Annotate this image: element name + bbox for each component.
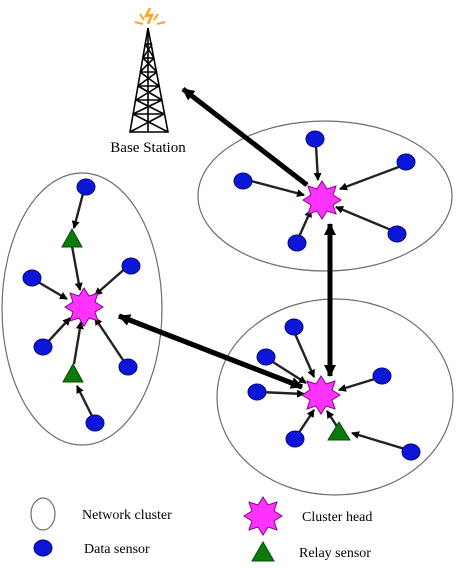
link-head-top-to-base [181, 87, 309, 187]
relay-sensor [62, 362, 84, 383]
data-sensor [76, 178, 96, 196]
link-sensor [259, 389, 305, 398]
antenna-spark-icon [134, 7, 166, 25]
link-sensor [72, 321, 84, 365]
link-head-bottom-to-head-left [118, 313, 303, 390]
backbone-links [118, 87, 336, 390]
relay-sensors [61, 227, 351, 441]
data-sensor [121, 257, 141, 275]
data-sensor [85, 414, 105, 432]
cluster-left [1, 172, 163, 446]
link-sensor [94, 265, 129, 296]
data-sensor [287, 234, 307, 252]
legend-item-data-sensor: Data sensor [33, 539, 150, 557]
cluster-head-icon [243, 496, 283, 536]
data-sensor [387, 225, 407, 243]
data-sensor [247, 383, 267, 401]
link-sensor [313, 145, 322, 181]
legend-label-data-sensor: Data sensor [84, 542, 150, 557]
link-sensor [94, 317, 128, 367]
base-station: Base Station [110, 7, 186, 156]
link-sensor [250, 179, 305, 198]
data-sensor [396, 153, 416, 171]
data-sensor [118, 358, 138, 376]
relay-sensor-icon [251, 541, 275, 562]
cluster-head-left [64, 287, 104, 327]
link-sensor [339, 163, 405, 191]
link-sensor [335, 205, 397, 234]
legend-item-network-cluster: Network cluster [30, 497, 172, 531]
legend: Network cluster Data sensor Cluster head… [30, 496, 372, 562]
cluster-heads [64, 180, 342, 415]
data-sensor-icon [33, 539, 53, 557]
data-sensor [401, 443, 421, 461]
data-sensor [284, 318, 304, 336]
cluster-head-bottom-right [301, 375, 341, 415]
link-sensor [70, 245, 83, 291]
link-sensor [44, 317, 71, 346]
cluster-top-right [197, 120, 453, 272]
data-sensor [256, 348, 276, 366]
data-sensor [372, 367, 392, 385]
link-sensor [296, 209, 313, 240]
base-station-label: Base Station [110, 140, 186, 156]
cluster-bottom-right [216, 298, 454, 496]
legend-label-relay-sensor: Relay sensor [299, 546, 371, 561]
relay-sensor [61, 227, 83, 248]
cluster-head-top-right [302, 180, 342, 220]
legend-label-cluster-head: Cluster head [302, 510, 372, 525]
data-sensor [33, 338, 53, 356]
legend-label-network-cluster: Network cluster [82, 508, 172, 523]
link-sensor [325, 410, 340, 429]
tower-icon [129, 27, 169, 133]
legend-item-relay-sensor: Relay sensor [251, 541, 371, 562]
link-sensor [351, 431, 409, 452]
data-sensor [305, 130, 325, 148]
data-sensor [22, 269, 42, 287]
data-sensor [285, 430, 305, 448]
legend-item-cluster-head: Cluster head [243, 496, 372, 536]
data-sensors [22, 130, 421, 461]
network-cluster-icon [30, 497, 56, 531]
relay-sensor [327, 421, 351, 441]
data-sensor [233, 172, 253, 190]
